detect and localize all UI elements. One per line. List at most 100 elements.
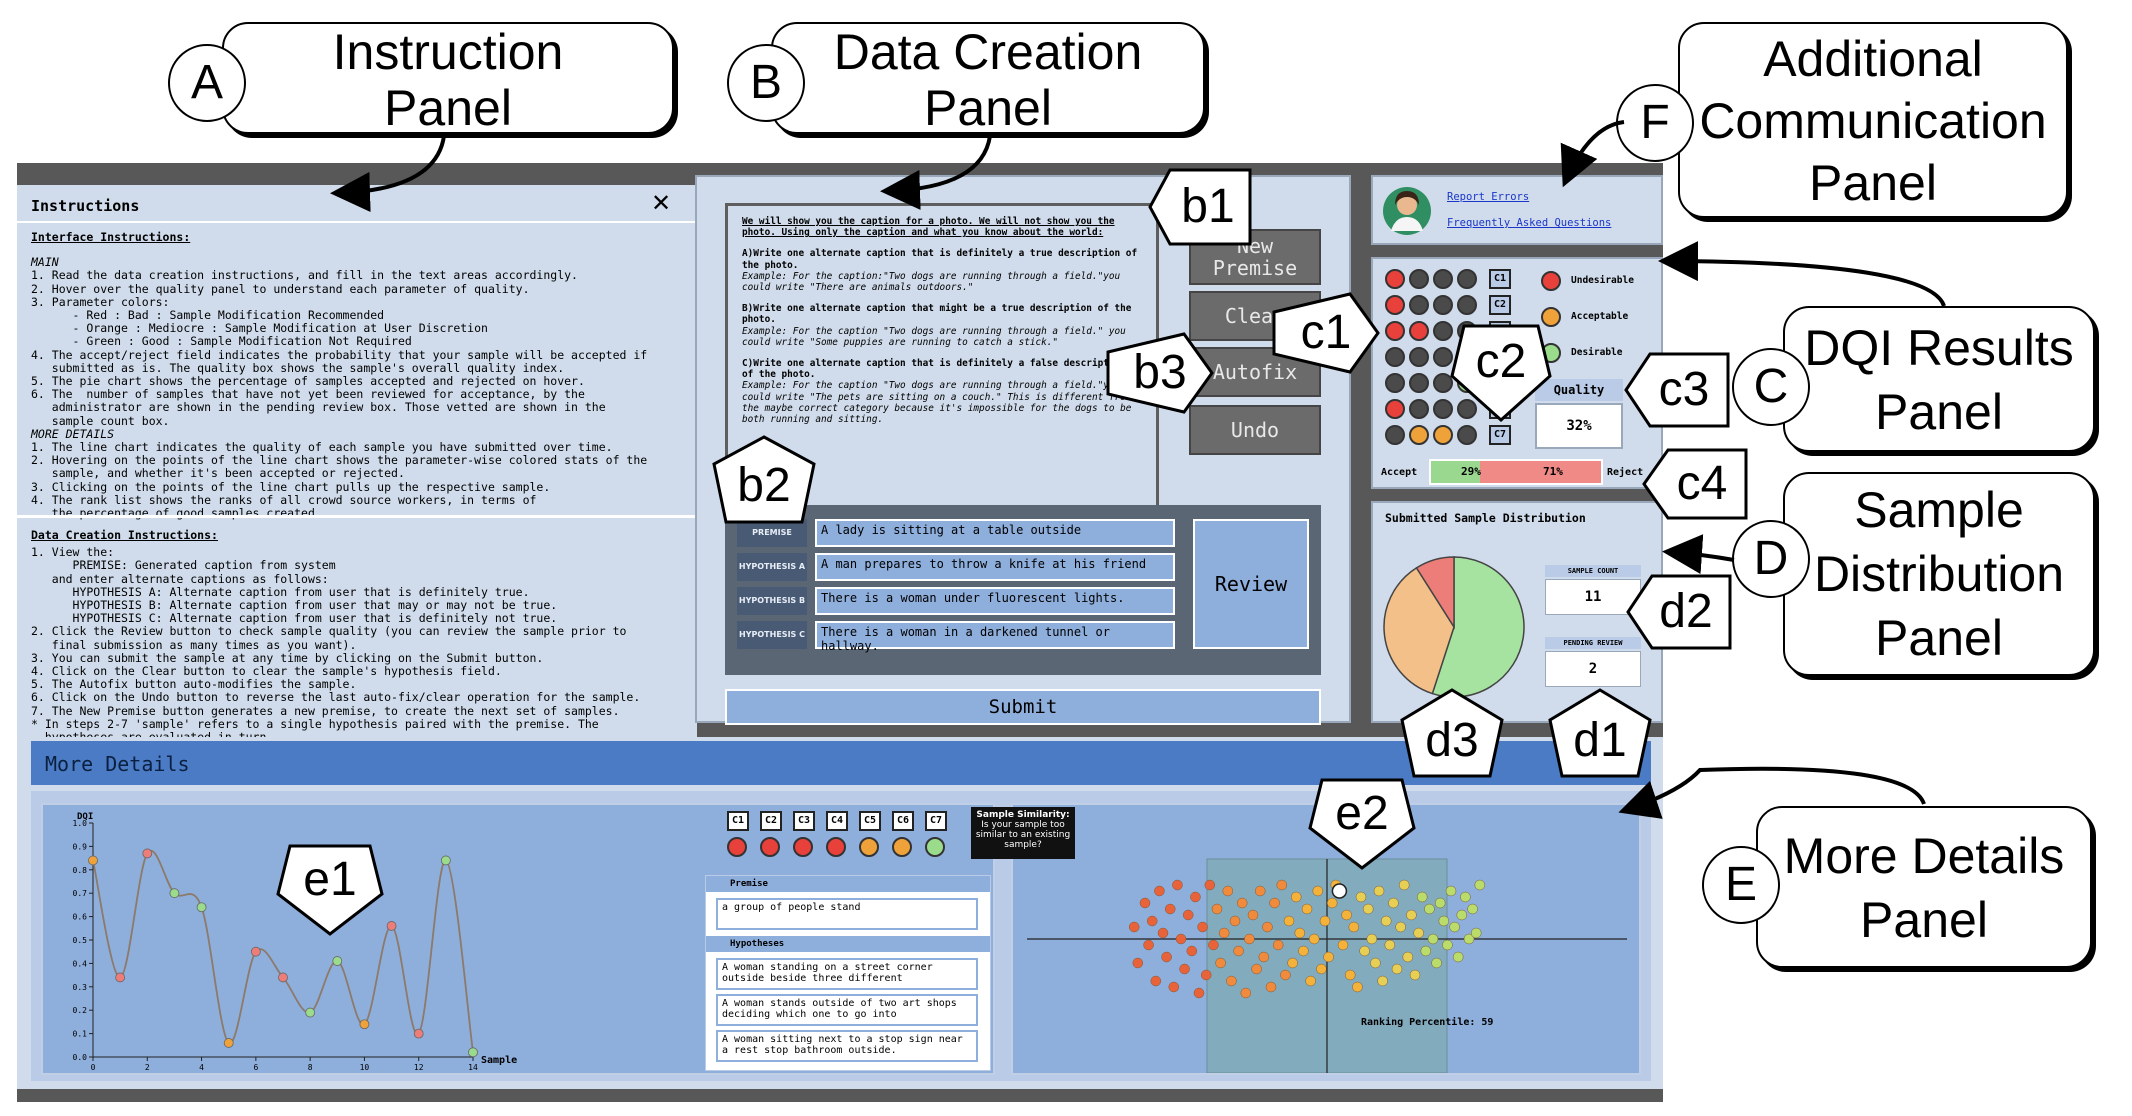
dqi-dot[interactable] (1433, 399, 1453, 419)
hypothesis-b-field[interactable]: There is a woman under fluorescent light… (815, 587, 1175, 615)
scatter-point[interactable] (1344, 969, 1356, 981)
scatter-point[interactable] (1362, 903, 1374, 915)
dqi-dot[interactable] (1385, 347, 1405, 367)
scatter-point[interactable] (1380, 915, 1392, 927)
scatter-point[interactable] (1204, 879, 1216, 891)
scatter-point[interactable] (1182, 909, 1194, 921)
scatter-point[interactable] (1406, 909, 1417, 921)
scatter-point[interactable] (1193, 987, 1205, 999)
scatter-point[interactable] (1236, 897, 1248, 909)
component-label[interactable]: C1 (1489, 269, 1511, 289)
scatter-point[interactable] (1326, 897, 1338, 909)
scatter-point[interactable] (1460, 891, 1471, 903)
scatter-point[interactable] (1470, 927, 1482, 939)
scatter-point[interactable] (1348, 921, 1360, 933)
scatter-point[interactable] (1294, 927, 1306, 939)
scatter-point[interactable] (1132, 957, 1144, 969)
dqi-point[interactable] (223, 1038, 234, 1048)
dqi-dot[interactable] (1433, 347, 1453, 367)
scatter-point[interactable] (1456, 909, 1468, 921)
scatter-point[interactable] (1474, 879, 1486, 891)
dqi-dot[interactable] (1385, 321, 1405, 341)
dqi-dot[interactable] (1433, 295, 1453, 315)
scatter-point[interactable] (1215, 957, 1226, 969)
scatter-point[interactable] (1391, 963, 1403, 975)
scatter-point[interactable] (1413, 927, 1424, 939)
scatter-point[interactable] (1262, 921, 1273, 933)
scatter-point[interactable] (1272, 939, 1284, 951)
scatter-point[interactable] (1319, 915, 1331, 927)
dqi-dot[interactable] (1457, 425, 1477, 445)
scatter-point[interactable] (1150, 975, 1162, 987)
dqi-dot[interactable] (1385, 373, 1405, 393)
scatter-point[interactable] (1377, 975, 1388, 987)
dqi-dot[interactable] (1457, 269, 1477, 289)
scatter-point[interactable] (1370, 957, 1381, 969)
dqi-dot[interactable] (1409, 373, 1429, 393)
dqi-point[interactable] (278, 972, 288, 983)
report-errors-link[interactable]: Report Errors (1447, 191, 1530, 203)
scatter-point[interactable] (1290, 891, 1302, 903)
dqi-dot[interactable] (1409, 347, 1429, 367)
scatter-point[interactable] (1359, 945, 1370, 957)
scatter-point[interactable] (1172, 879, 1183, 891)
scatter-point[interactable] (1218, 927, 1230, 939)
dqi-dot[interactable] (1409, 425, 1429, 445)
dqi-dot[interactable] (1409, 269, 1429, 289)
scatter-point[interactable] (1427, 933, 1439, 945)
scatter-point[interactable] (1175, 933, 1187, 945)
scatter-point[interactable] (1197, 921, 1208, 933)
dqi-dot[interactable] (1433, 425, 1453, 445)
scatter-point[interactable] (1161, 951, 1172, 963)
dqi-dot[interactable] (1385, 269, 1405, 289)
scatter-point[interactable] (1352, 981, 1363, 993)
dqi-dot[interactable] (1457, 399, 1477, 419)
submit-button[interactable]: Submit (725, 689, 1321, 725)
scatter-point[interactable] (1254, 885, 1266, 897)
scatter-point[interactable] (1316, 963, 1327, 975)
scatter-point[interactable] (1337, 939, 1349, 951)
dqi-point[interactable] (305, 1007, 316, 1018)
dqi-dot[interactable] (1409, 295, 1429, 315)
dqi-point[interactable] (88, 855, 98, 866)
dqi-point[interactable] (386, 921, 397, 931)
scatter-point[interactable] (1233, 945, 1244, 957)
dqi-point[interactable] (196, 902, 207, 913)
scatter-point[interactable] (1452, 951, 1464, 963)
dqi-point[interactable] (250, 946, 261, 957)
dqi-dot[interactable] (1409, 321, 1429, 341)
scatter-point[interactable] (1366, 933, 1378, 945)
scatter-point[interactable] (1280, 969, 1291, 981)
dqi-dot[interactable] (1433, 321, 1453, 341)
dqi-point[interactable] (440, 855, 451, 866)
component-label[interactable]: C2 (1489, 295, 1511, 315)
current-sample-marker[interactable] (1331, 883, 1348, 899)
scatter-point[interactable] (1467, 903, 1478, 915)
scatter-point[interactable] (1247, 909, 1259, 921)
scatter-point[interactable] (1139, 897, 1151, 909)
dqi-dot[interactable] (1433, 269, 1453, 289)
dqi-dot[interactable] (1433, 373, 1453, 393)
scatter-point[interactable] (1276, 879, 1288, 891)
scatter-point[interactable] (1200, 969, 1212, 981)
dqi-dot[interactable] (1409, 399, 1429, 419)
scatter-point[interactable] (1449, 921, 1460, 933)
scatter-point[interactable] (1179, 963, 1190, 975)
component-label[interactable]: C7 (1489, 425, 1511, 445)
scatter-point[interactable] (1269, 897, 1280, 909)
scatter-point[interactable] (1301, 903, 1313, 915)
scatter-point[interactable] (1355, 891, 1367, 903)
scatter-point[interactable] (1287, 957, 1298, 969)
scatter-point[interactable] (1146, 915, 1158, 927)
scatter-point[interactable] (1308, 933, 1320, 945)
dqi-dot[interactable] (1457, 295, 1477, 315)
scatter-point[interactable] (1438, 915, 1450, 927)
hypothesis-a-field[interactable]: A man prepares to throw a knife at his f… (815, 553, 1175, 581)
scatter-point[interactable] (1305, 975, 1316, 987)
dqi-point[interactable] (332, 956, 343, 966)
scatter-point[interactable] (1240, 987, 1252, 999)
dqi-point[interactable] (169, 888, 180, 899)
scatter-point[interactable] (1341, 909, 1352, 921)
scatter-point[interactable] (1402, 951, 1414, 963)
